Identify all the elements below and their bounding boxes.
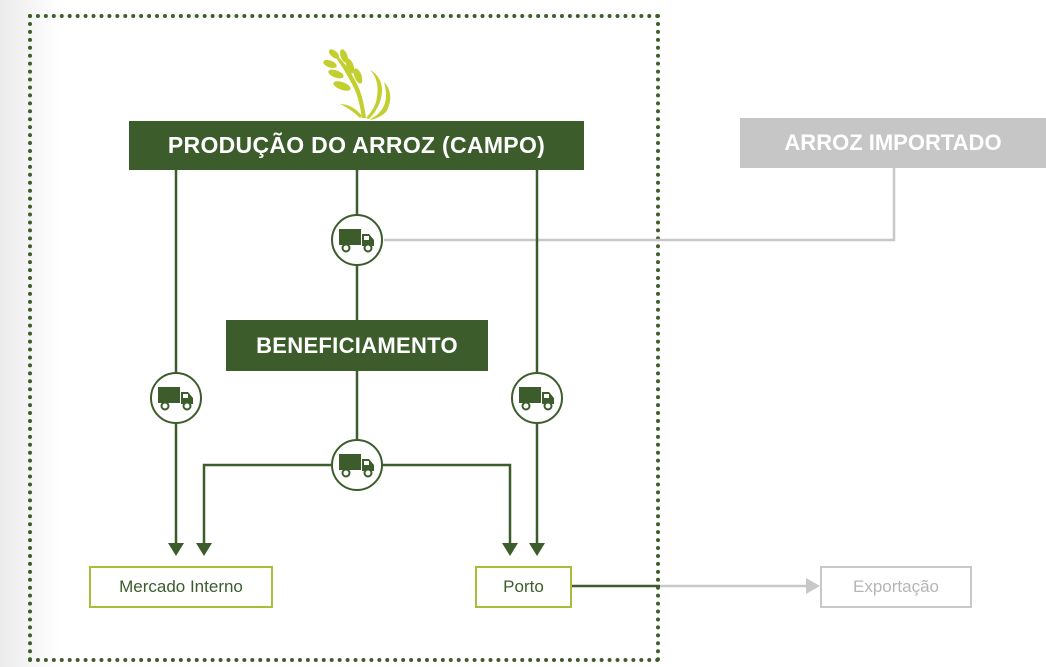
exportacao-box: Exportação [820,566,972,608]
producao-label: PRODUÇÃO DO ARROZ (CAMPO) [167,132,546,158]
arrowhead-left-2 [196,543,212,556]
arrowhead-left-1 [168,543,184,556]
truck-icon [339,454,374,478]
distribution-left-line [202,463,331,544]
truck-node-import [331,214,383,266]
exportacao-label: Exportação [853,577,939,596]
import-flow-line [384,168,896,242]
mercado-interno-box: Mercado Interno [89,566,273,608]
truck-node-right [511,372,563,424]
mercado-interno-label: Mercado Interno [119,577,243,596]
arrowhead-right-2 [529,543,545,556]
arroz-importado-label: ARROZ IMPORTADO [784,130,1002,155]
beneficiamento-box: BENEFICIAMENTO [226,320,488,371]
domestic-scope-frame [28,14,660,662]
porto-box: Porto [475,566,572,608]
producao-box: PRODUÇÃO DO ARROZ (CAMPO) [129,121,584,170]
export-arrowhead [806,578,820,594]
wheat-icon [323,49,391,120]
beneficiamento-label: BENEFICIAMENTO [256,332,458,358]
truck-node-left [150,372,202,424]
distribution-right-line [383,463,512,544]
truck-icon [158,387,193,411]
arroz-importado-box: ARROZ IMPORTADO [740,118,1046,168]
truck-node-distribution [331,439,383,491]
truck-icon [339,229,374,253]
arrowhead-right-1 [502,543,518,556]
porto-label: Porto [503,577,544,596]
truck-icon [519,387,554,411]
